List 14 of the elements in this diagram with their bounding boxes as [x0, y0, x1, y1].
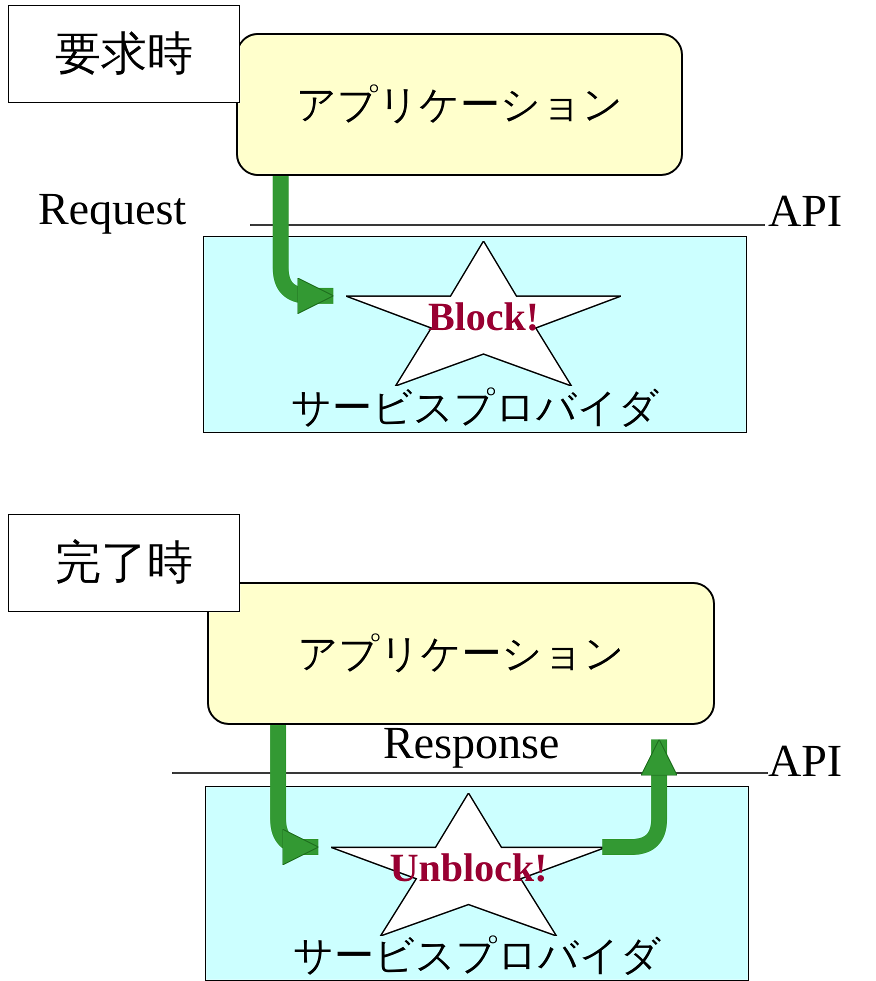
request-label: Request [38, 186, 186, 232]
application-box: アプリケーション [236, 33, 683, 176]
service-provider-box [205, 786, 749, 981]
provider-label: サービスプロバイダ [293, 934, 661, 978]
phase-label-box: 要求時 [8, 5, 240, 103]
arrow [270, 725, 319, 866]
application-box: アプリケーション [207, 582, 715, 725]
provider-label: サービスプロバイダ [291, 386, 659, 430]
star-shape: Block! [346, 241, 621, 386]
api-label: API [768, 738, 842, 784]
phase-label-box: 完了時 [8, 514, 240, 612]
service-provider-box [203, 236, 747, 433]
api-label: API [768, 188, 842, 234]
arrow [272, 176, 334, 314]
